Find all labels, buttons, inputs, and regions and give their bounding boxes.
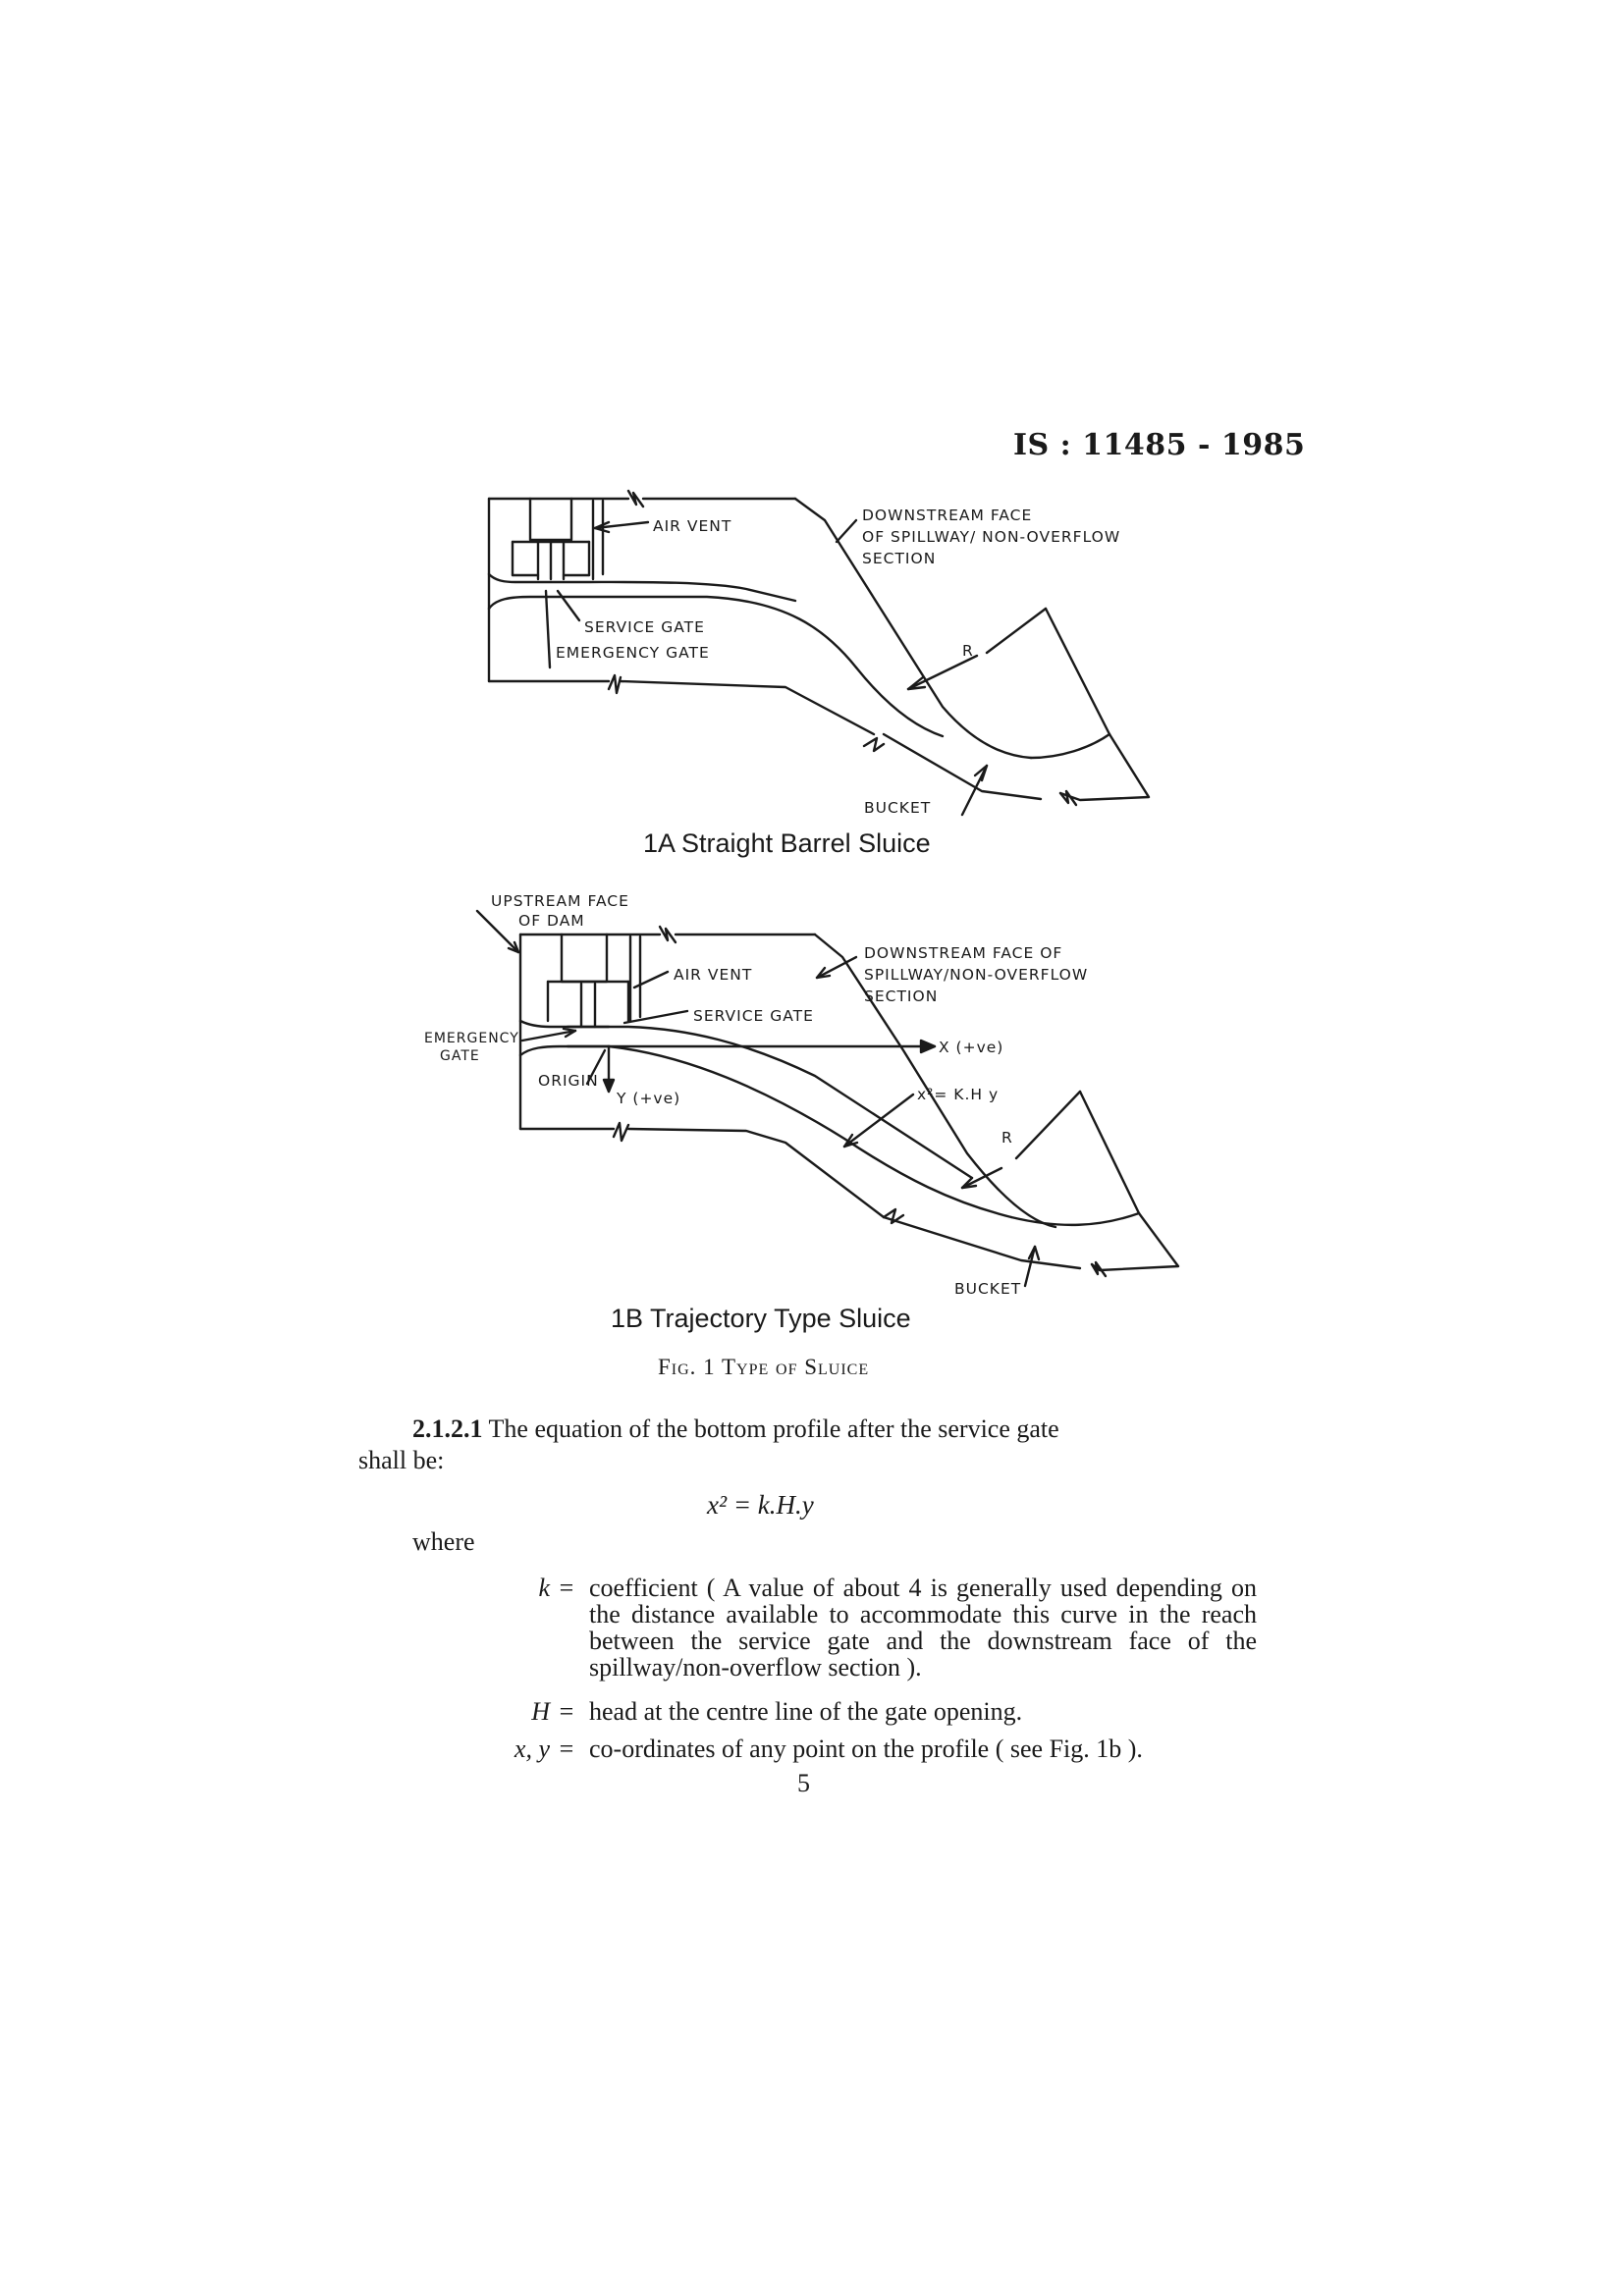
page-number: 5 <box>797 1769 810 1797</box>
definition-text: head at the centre line of the gate open… <box>589 1697 1023 1726</box>
fig1a-air-vent-label: AIR VENT <box>653 517 731 535</box>
fig1b-downstream-face-label-3: SECTION <box>864 988 938 1005</box>
definition-symbol: k <box>538 1574 550 1602</box>
fig1a-downstream-face-label-1: DOWNSTREAM FACE <box>862 507 1032 524</box>
definition-equals: = <box>559 1697 574 1726</box>
fig1b-upstream-face-label-1: UPSTREAM FACE <box>491 892 629 910</box>
clause-number: 2.1.2.1 <box>412 1415 483 1443</box>
fig1b-emergency-gate-label-1: EMERGENCY <box>424 1031 519 1046</box>
fig1b-downstream-face-label-2: SPILLWAY/NON-OVERFLOW <box>864 966 1088 984</box>
fig1a-radius-label: R <box>962 642 974 660</box>
definition-symbol: H <box>531 1697 550 1726</box>
fig1b-upstream-face-label-2: OF DAM <box>518 912 585 930</box>
fig1b-x-axis-label: X (+ve) <box>939 1039 1003 1056</box>
figure-caption: Fig. 1 Type of Sluice <box>658 1355 870 1379</box>
fig1b-radius-label: R <box>1001 1129 1013 1147</box>
fig1b-service-gate-label: SERVICE GATE <box>693 1007 814 1025</box>
fig1a-service-gate-label: SERVICE GATE <box>584 618 705 636</box>
fig1a-caption: 1A Straight Barrel Sluice <box>643 828 931 858</box>
fig1b-curve-equation-label: x²= K.H y <box>917 1086 999 1103</box>
fig1a-bucket-label: BUCKET <box>864 799 931 817</box>
figure-1a-drawing <box>487 489 1151 817</box>
fig1b-y-axis-label: Y (+ve) <box>616 1090 680 1107</box>
fig1b-downstream-face-label-1: DOWNSTREAM FACE OF <box>864 944 1062 962</box>
fig1b-caption: 1B Trajectory Type Sluice <box>611 1304 911 1333</box>
fig1a-downstream-face-label-3: SECTION <box>862 550 936 567</box>
definition-text: co-ordinates of any point on the profile… <box>589 1735 1143 1763</box>
definition-equals: = <box>559 1735 574 1763</box>
fig1b-bucket-label: BUCKET <box>954 1280 1021 1298</box>
fig1b-origin-label: ORIGIN <box>538 1072 599 1090</box>
profile-equation: x² = k.H.y <box>707 1490 814 1520</box>
definition-text: coefficient ( A value of about 4 is gene… <box>589 1574 1257 1682</box>
clause-2-1-2-1: 2.1.2.1 The equation of the bottom profi… <box>412 1414 1257 1445</box>
fig1b-emergency-gate-label-2: GATE <box>440 1048 480 1064</box>
clause-text-line2: shall be: <box>358 1446 445 1474</box>
clause-text-line1: The equation of the bottom profile after… <box>488 1415 1059 1443</box>
fig1a-downstream-face-label-2: OF SPILLWAY/ NON-OVERFLOW <box>862 528 1120 546</box>
definition-equals: = <box>559 1574 574 1602</box>
where-label: where <box>412 1527 475 1556</box>
figure-1b-drawing <box>475 909 1180 1288</box>
standard-number-header: IS : 11485 - 1985 <box>1013 428 1306 462</box>
fig1a-emergency-gate-label: EMERGENCY GATE <box>556 644 710 662</box>
definition-symbol: x, y <box>514 1735 550 1763</box>
fig1b-air-vent-label: AIR VENT <box>674 966 752 984</box>
